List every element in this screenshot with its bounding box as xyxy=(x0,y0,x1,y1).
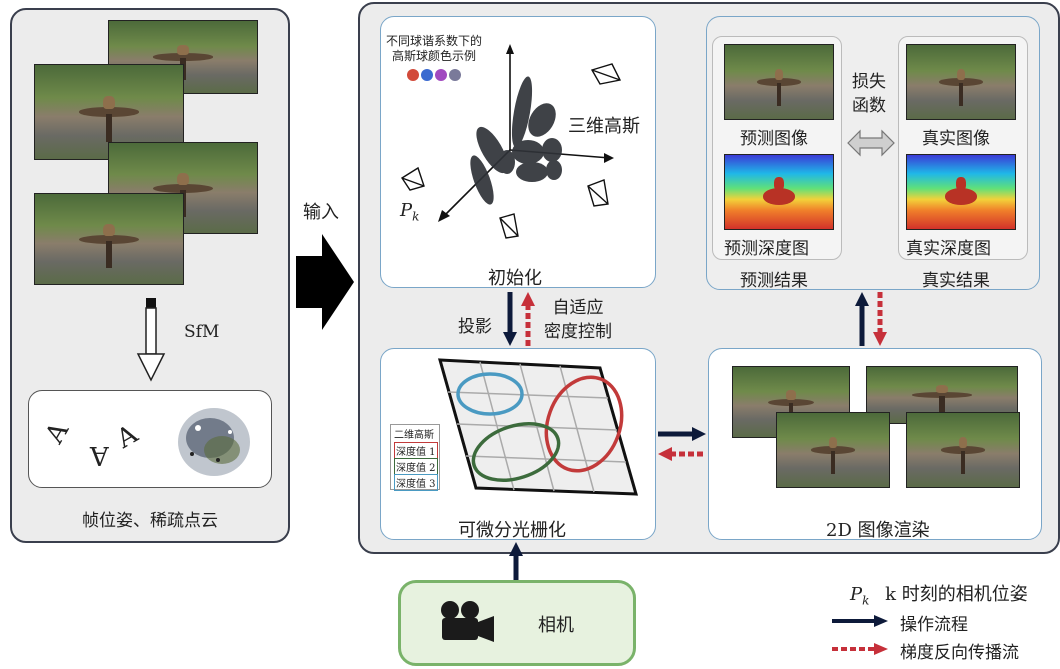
raster-title: 可微分光栅化 xyxy=(458,520,566,541)
adaptive-line2: 密度控制 xyxy=(544,322,612,342)
adaptive-label: 自适应 密度控制 xyxy=(544,296,612,344)
gaussian-scene xyxy=(401,44,622,239)
scene-photo-4 xyxy=(34,193,184,285)
sh-color-balls xyxy=(407,69,461,81)
gt-depth-image xyxy=(906,154,1016,230)
projection-arrow xyxy=(503,292,517,346)
gt-image-label: 真实图像 xyxy=(922,129,990,149)
depth-legend-title: 二维高斯 xyxy=(394,430,434,441)
pred-depth-image xyxy=(724,154,834,230)
point-cloud-icon xyxy=(178,408,250,476)
pose-glyph-2: A xyxy=(90,440,109,470)
render-to-raster-grad-arrow xyxy=(658,447,706,461)
sh-caption-line1: 不同球谐系数下的 xyxy=(386,34,483,48)
camera-box xyxy=(398,580,636,666)
raster-to-render-arrow xyxy=(658,427,706,441)
pose-symbol-p: P xyxy=(400,200,413,221)
legend-pose-k: k xyxy=(862,593,870,608)
gaussians-label: 三维高斯 xyxy=(568,116,640,137)
depth-legend xyxy=(390,424,440,490)
pose-symbol: Pk xyxy=(400,200,419,224)
render-title: 2D 图像渲染 xyxy=(826,520,930,541)
pred-depth-label: 预测深度图 xyxy=(724,239,809,259)
sfm-label: SfM xyxy=(184,322,220,342)
render-to-results-arrow xyxy=(855,292,869,346)
legend-pose-p: P xyxy=(850,584,863,605)
init-title: 初始化 xyxy=(488,268,542,289)
gt-image xyxy=(906,44,1016,120)
loss-double-arrow xyxy=(847,129,895,157)
densify-arrow xyxy=(521,292,535,346)
depth-item-1: 深度值 1 xyxy=(394,442,438,459)
camera-label: 相机 xyxy=(538,615,574,636)
loss-line2: 函数 xyxy=(852,96,886,116)
ellipse-red xyxy=(544,375,624,473)
input-label: 输入 xyxy=(303,202,339,223)
gt-depth-label: 真实深度图 xyxy=(906,239,991,259)
legend-grad-arrow xyxy=(832,643,888,655)
ellipse-blue xyxy=(456,372,524,416)
camera-arrow xyxy=(509,542,523,580)
pred-image-label: 预测图像 xyxy=(740,129,808,149)
loss-label: 损失 函数 xyxy=(852,70,886,118)
adaptive-line1: 自适应 xyxy=(552,298,604,318)
pose-symbol-k: k xyxy=(412,209,420,224)
sh-caption-line2: 高斯球颜色示例 xyxy=(392,49,477,63)
input-arrow xyxy=(296,234,354,330)
legend-pose-desc: k 时刻的相机位姿 xyxy=(885,584,1028,605)
depth-item-3: 深度值 3 xyxy=(394,474,438,491)
sfm-arrow xyxy=(136,298,166,382)
pred-image xyxy=(724,44,834,120)
pred-results-label: 预测结果 xyxy=(740,271,808,291)
render-photo-4 xyxy=(906,412,1020,488)
sh-caption: 不同球谐系数下的 高斯球颜色示例 xyxy=(386,34,482,64)
ellipse-green xyxy=(471,422,561,482)
depth-item-2: 深度值 2 xyxy=(394,458,438,475)
legend-op-label: 操作流程 xyxy=(900,615,968,635)
video-camera-icon xyxy=(441,601,494,642)
input-panel-label: 帧位姿、稀疏点云 xyxy=(82,511,218,531)
results-grad-arrow xyxy=(873,292,887,346)
legend-pose: Pk k 时刻的相机位姿 xyxy=(850,580,1028,608)
raster-plane xyxy=(437,358,639,496)
loss-line1: 损失 xyxy=(852,72,886,92)
projection-label: 投影 xyxy=(458,317,492,337)
legend-op-arrow xyxy=(832,615,888,627)
render-photo-3 xyxy=(776,412,890,488)
legend-grad-label: 梯度反向传播流 xyxy=(900,643,1019,663)
gt-results-label: 真实结果 xyxy=(922,271,990,291)
